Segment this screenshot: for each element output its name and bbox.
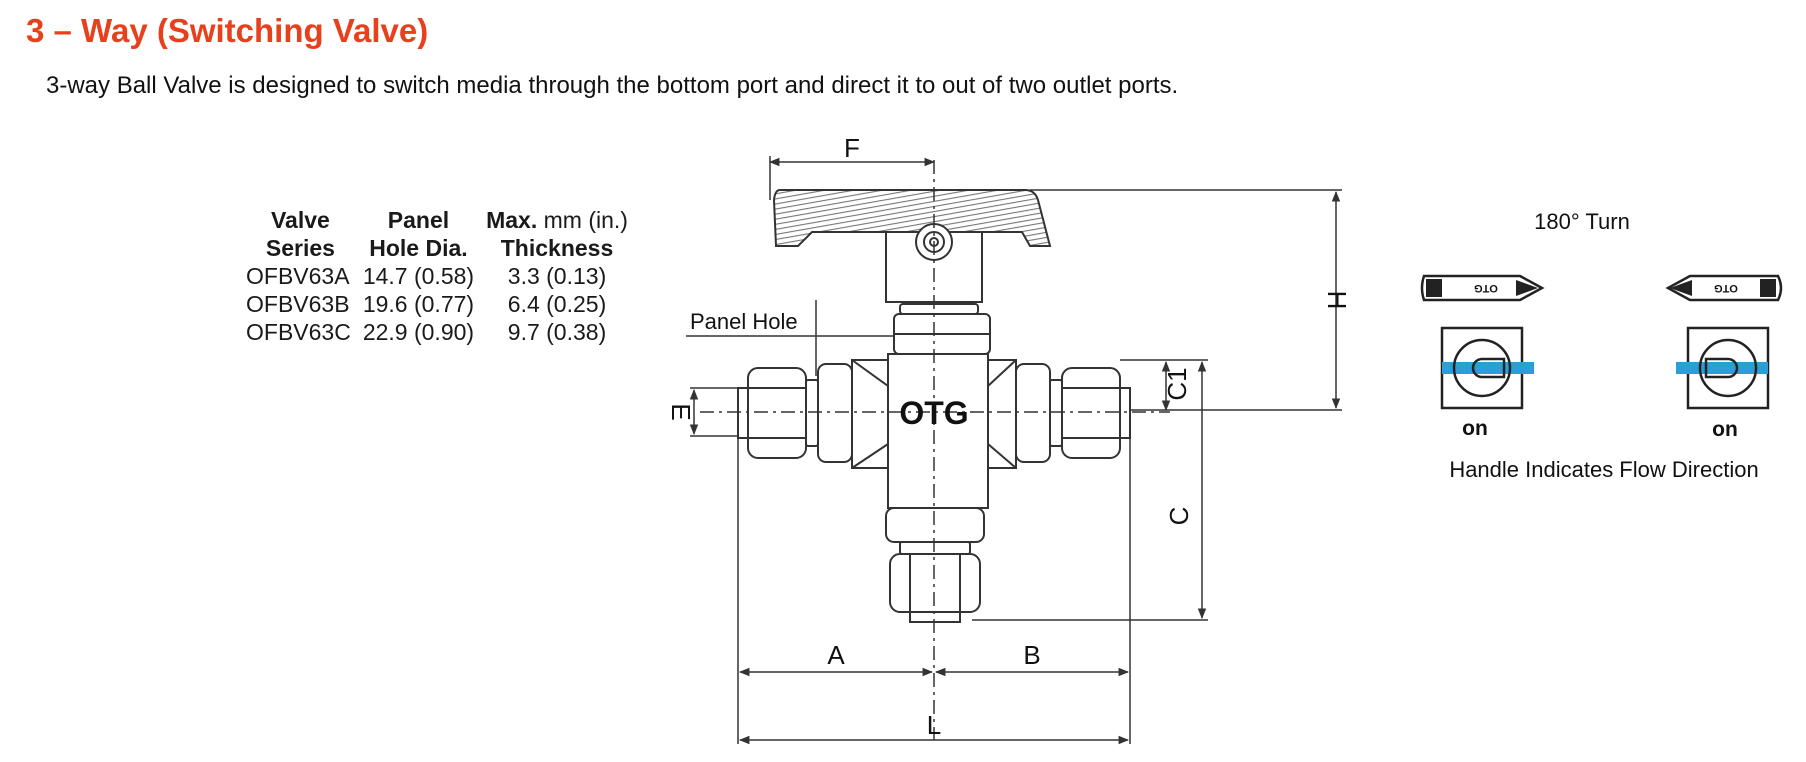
dim-label-h: H [1322,291,1352,310]
cell-hole: 19.6 (0.77) [362,291,475,317]
valve-body-vertical [887,353,989,509]
ball-left [1452,338,1512,398]
header-thickness-line1: Max. mm (in.) [480,206,634,234]
valve-body-chamfer-br [987,443,1017,469]
handle-right-shape [1665,274,1783,302]
handle-left-mark: OTG [1474,282,1498,294]
left-ferrule [805,379,819,447]
left-tube [737,387,749,439]
right-ferrule [1049,379,1063,447]
handle-right-mark: OTG [1714,282,1738,294]
dim-label-a: A [827,640,845,670]
left-nut-outer [747,367,807,459]
panel-nut-top [899,303,979,315]
table-header-row-2: Series Hole Dia. Thickness [244,234,634,262]
dim-label-e: E [666,403,696,420]
dim-label-b: B [1023,640,1040,670]
handle-right: OTG [1665,274,1783,302]
dimension-labels: F H Panel Hole E C1 C A B L [666,133,1352,740]
right-nut-outer [1061,367,1121,459]
dim-label-l: L [927,710,941,740]
flow-indicator-left: on [1440,326,1534,440]
cell-thickness: 6.4 (0.25) [507,291,607,317]
handle-orientation-panel: 180° Turn OTG OTG on [1420,209,1783,482]
panel-hole-label: Panel Hole [690,309,798,334]
handle-right-arrow-icon [1670,280,1692,296]
dim-label-c1: C1 [1162,367,1192,400]
table-row: OFBV63C 22.9 (0.90) 9.7 (0.38) [244,318,634,346]
handle-caption: Handle Indicates Flow Direction [1449,457,1758,482]
dim-label-c: C [1164,507,1194,526]
header-thickness-line2: Thickness [500,235,614,261]
cell-hole: 14.7 (0.58) [362,263,475,289]
header-unit: mm (in.) [543,207,628,233]
header-panel-hole-line1: Panel [387,207,450,233]
panel-thickness-table: Valve Panel Max. mm (in.) Series Hole Di… [244,206,634,346]
bottom-nut-inner [885,507,985,543]
table-row: OFBV63A 14.7 (0.58) 3.3 (0.13) [244,262,634,290]
ball-right [1698,338,1758,398]
cell-series: OFBV63B [246,291,350,317]
handle-right-grip [1760,279,1776,297]
cell-thickness: 9.7 (0.38) [507,319,607,345]
handle-left-arrow-icon [1516,280,1538,296]
table-row: OFBV63B 19.6 (0.77) 6.4 (0.25) [244,290,634,318]
center-lines [700,160,1170,740]
ball-right-slot [1704,357,1739,379]
state-right: on [1712,418,1738,441]
state-left: on [1462,417,1488,440]
handle-left: OTG [1420,274,1545,302]
bottom-tube [909,611,961,623]
right-tube [1119,387,1131,439]
cell-series: OFBV63A [246,263,350,289]
cell-series: OFBV63C [246,319,351,345]
brand-mark: OTG [899,395,968,431]
bottom-nut-outer [889,553,981,613]
handle-left-grip [1426,279,1442,297]
dimension-lines [686,156,1342,745]
left-nut-inner [817,363,853,463]
page-title: 3 – Way (Switching Valve) [26,12,429,49]
handle-left-shape [1420,274,1545,302]
right-nut-inner [1015,363,1051,463]
bottom-ferrule [899,541,971,555]
valve-body-chamfer-tr [987,359,1017,387]
cell-hole: 22.9 (0.90) [362,319,475,345]
flow-path-left-icon [1442,362,1534,374]
valve-body-chamfer-tl [851,359,889,387]
flow-path-right-icon [1676,362,1768,374]
dim-label-f: F [844,133,860,163]
turn-label: 180° Turn [1534,209,1630,234]
header-thickness-max: Max. [486,207,538,233]
header-valve-series-line2: Series [265,235,335,261]
flow-indicator-right: on [1676,326,1770,441]
table-header-row-1: Valve Panel Max. mm (in.) [244,206,634,234]
valve-body-chamfer-bl [851,443,889,469]
ball-left-slot [1471,357,1506,379]
header-panel-hole-line2: Hole Dia. [369,235,468,261]
cell-thickness: 3.3 (0.13) [507,263,607,289]
header-valve-series-line1: Valve [270,207,330,233]
page-description: 3-way Ball Valve is designed to switch m… [46,72,1179,99]
